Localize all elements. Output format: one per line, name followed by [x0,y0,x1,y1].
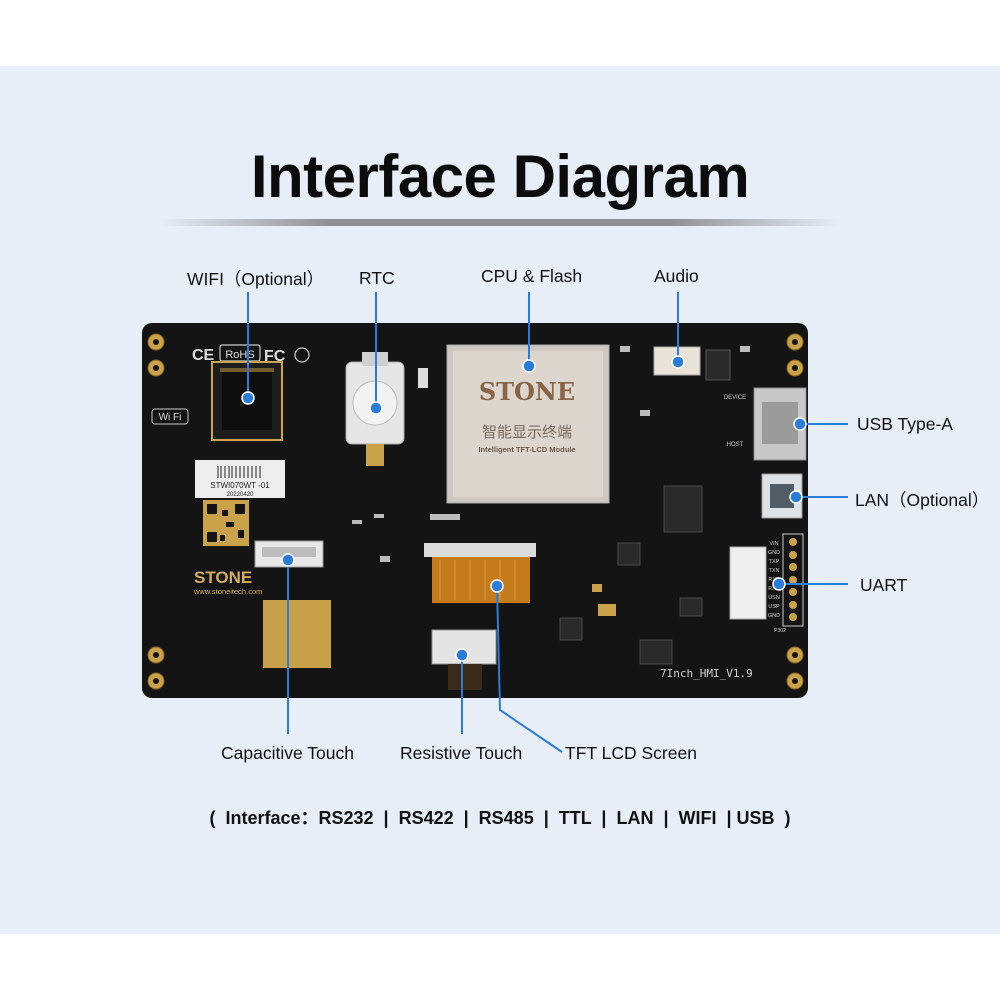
label-capacitive-touch: Capacitive Touch [221,743,354,763]
label-resistive-touch: Resistive Touch [400,743,523,763]
label-uart: UART [860,575,908,595]
wifi-badge: Wi Fi [159,412,182,423]
cert-fc: FC [264,348,286,365]
label-audio: Audio [654,266,699,286]
sticker-date: 20220420 [227,492,254,498]
p302-label: P302 [774,628,786,634]
chip-brand: STONE [479,377,575,406]
uart-pin-6: USN [768,595,780,601]
interface-list: ( Interface：RS232 | RS422 | RS485 | TTL … [209,808,791,828]
uart-pin-3: TXN [769,568,780,574]
page-title: Interface Diagram [250,143,750,210]
uart-pin-8: GND [768,613,780,619]
version-label: 7Inch_HMI_V1.9 [660,667,753,680]
label-usb-type-a: USB Type-A [857,414,953,434]
label-wifi: WIFI（Optional） [187,269,325,289]
cert-rohs: RoHS [225,349,254,361]
device-label: DEVICE [724,395,746,401]
website: www.stoneitech.com [193,587,262,596]
uart-pin-7: USP [768,604,780,610]
uart-pin-1: GND [768,550,780,556]
brand-logo: STONE [194,568,252,587]
uart-pin-0: VIN [769,541,778,547]
callout-dots [241,355,807,662]
leader-lines [247,292,848,753]
pb-free-icon [294,347,310,363]
uart-pin-2: TXP [769,559,780,565]
title-underline [160,219,840,226]
uart-pin-5: RXN [768,586,780,592]
label-cpu-flash: CPU & Flash [481,266,583,286]
cert-ce: CE [192,347,215,364]
label-rtc: RTC [359,268,395,288]
host-label: HOST [727,442,744,448]
chip-en: Intelligent TFT-LCD Module [478,445,575,454]
chip-cn: 智能显示终端 [482,423,572,441]
label-lan: LAN（Optional） [855,490,990,510]
label-tft-lcd-screen: TFT LCD Screen [565,743,697,763]
sticker-code: STWI070WT -01 [210,481,270,490]
